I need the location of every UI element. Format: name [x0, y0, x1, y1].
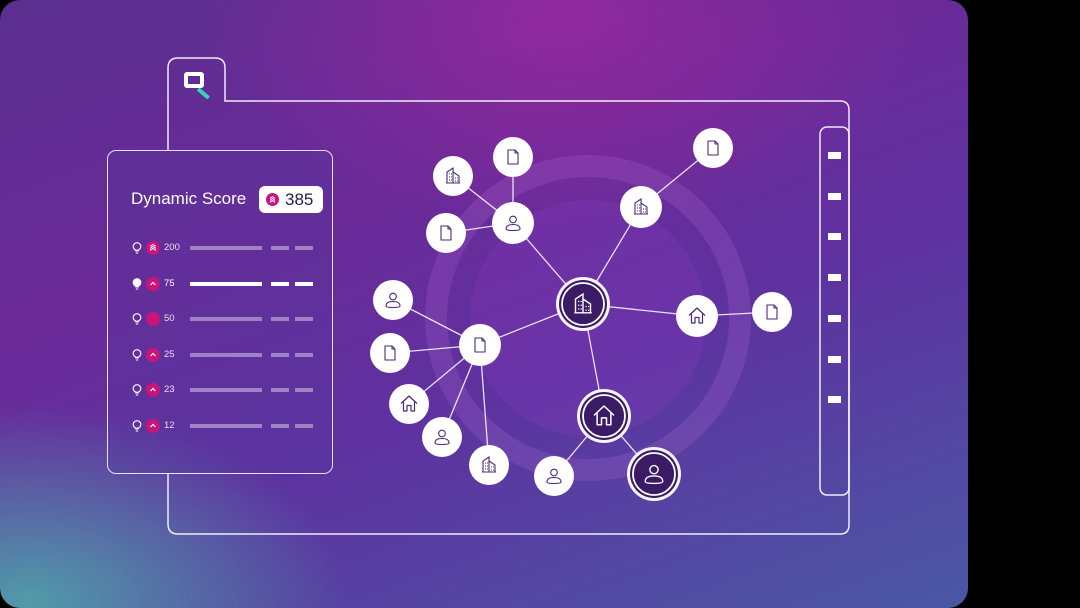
score-bar-short — [295, 424, 313, 428]
hero-card: Dynamic Score 385 200 75 50 25 23 12 — [0, 0, 968, 608]
chevron-up-icon — [146, 419, 160, 433]
score-bar-long — [190, 282, 262, 286]
logo-q-icon — [184, 72, 204, 88]
person-icon — [505, 215, 521, 232]
rail-item[interactable] — [828, 192, 841, 200]
rail-item[interactable] — [828, 274, 841, 282]
chevron-up-icon — [146, 383, 160, 397]
graph-node-person[interactable] — [492, 202, 534, 244]
rail-item[interactable] — [828, 355, 841, 363]
triple-chevron-up-icon — [266, 193, 279, 206]
score-bar-short — [271, 353, 289, 357]
document-icon — [766, 304, 778, 320]
graph-node-person[interactable] — [534, 456, 574, 496]
score-row-value: 12 — [164, 420, 175, 431]
building-icon — [446, 166, 460, 184]
document-icon — [440, 225, 452, 241]
entity-graph — [370, 128, 792, 501]
graph-node-building[interactable] — [620, 186, 662, 228]
graph-node-house[interactable] — [676, 295, 718, 337]
score-bar-long — [190, 353, 262, 357]
house-icon — [688, 307, 706, 324]
graph-node-building[interactable] — [556, 277, 610, 331]
graph-node-document[interactable] — [693, 128, 733, 168]
rail-item[interactable] — [828, 152, 841, 159]
house-icon — [400, 395, 418, 412]
score-bar-long — [190, 388, 262, 392]
person-icon — [644, 464, 664, 485]
rail-item[interactable] — [828, 314, 841, 322]
lightbulb-icon — [130, 383, 144, 397]
chevron-up-icon — [146, 348, 160, 362]
lightbulb-icon — [130, 241, 144, 255]
person-icon — [546, 468, 562, 485]
score-bar-short — [295, 246, 313, 250]
score-bar-short — [271, 246, 289, 250]
graph-node-document[interactable] — [493, 137, 533, 177]
graph-node-person[interactable] — [422, 417, 462, 457]
triple-chevron-up-icon — [146, 241, 160, 255]
house-icon — [593, 405, 615, 426]
dot-icon — [146, 312, 160, 326]
lightbulb-icon — [130, 277, 144, 291]
building-icon — [634, 197, 648, 215]
building-icon — [574, 292, 592, 314]
document-icon — [384, 345, 396, 361]
score-value: 385 — [285, 190, 314, 209]
building-icon — [482, 455, 496, 473]
score-bar-short — [271, 317, 289, 321]
lightbulb-icon — [130, 348, 144, 362]
dynamic-score-panel: Dynamic Score 385 200 75 50 25 23 12 — [107, 150, 333, 474]
score-bar-short — [271, 388, 289, 392]
score-bar-short — [271, 424, 289, 428]
document-icon — [707, 140, 719, 156]
lightbulb-icon — [130, 419, 144, 433]
score-row-value: 75 — [164, 278, 175, 289]
document-icon — [474, 337, 486, 353]
graph-node-document[interactable] — [752, 292, 792, 332]
score-badge: 385 — [259, 186, 323, 213]
graph-node-person[interactable] — [373, 280, 413, 320]
graph-node-document[interactable] — [426, 213, 466, 253]
score-bar-long — [190, 246, 262, 250]
score-row-value: 200 — [164, 242, 180, 253]
graph-node-house[interactable] — [389, 384, 429, 424]
graph-node-document[interactable] — [370, 333, 410, 373]
rail-item[interactable] — [828, 396, 841, 404]
score-bar-short — [295, 282, 313, 286]
score-row-value: 23 — [164, 384, 175, 395]
rail-item[interactable] — [828, 233, 841, 241]
score-bar-short — [295, 317, 313, 321]
graph-node-building[interactable] — [433, 156, 473, 196]
score-bar-short — [295, 353, 313, 357]
graph-node-building[interactable] — [469, 445, 509, 485]
score-row-value: 50 — [164, 313, 175, 324]
graph-node-house[interactable] — [577, 389, 631, 443]
score-bar-long — [190, 317, 262, 321]
person-icon — [434, 429, 450, 446]
chevron-up-icon — [146, 277, 160, 291]
graph-node-document[interactable] — [459, 324, 501, 366]
score-bar-long — [190, 424, 262, 428]
graph-node-person[interactable] — [627, 447, 681, 501]
score-bar-short — [271, 282, 289, 286]
score-row-value: 25 — [164, 349, 175, 360]
lightbulb-icon — [130, 312, 144, 326]
person-icon — [385, 292, 401, 309]
score-bar-short — [295, 388, 313, 392]
document-icon — [507, 149, 519, 165]
panel-title: Dynamic Score — [131, 189, 247, 208]
app-window-frame — [167, 57, 850, 535]
